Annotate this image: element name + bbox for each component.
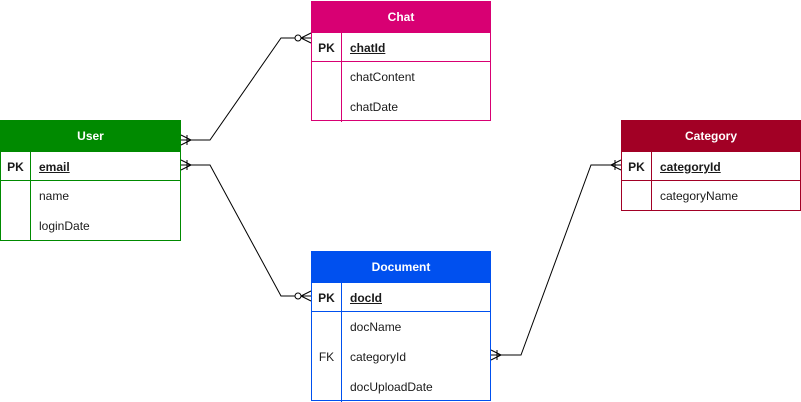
pk-row[interactable]: PK chatId bbox=[312, 32, 490, 63]
pk-row[interactable]: PK email bbox=[1, 151, 180, 182]
field-name: docUploadDate bbox=[350, 380, 433, 394]
entity-category[interactable]: Category PK categoryId categoryName bbox=[621, 120, 801, 211]
entity-title: Document bbox=[371, 260, 431, 274]
pk-label: PK bbox=[312, 283, 342, 313]
field-row[interactable]: chatDate bbox=[312, 92, 490, 122]
key-cell bbox=[312, 372, 342, 402]
entity-header-document: Document bbox=[312, 252, 490, 282]
field-row[interactable]: name bbox=[1, 181, 180, 211]
field-name: loginDate bbox=[39, 219, 90, 233]
field-name: categoryId bbox=[350, 350, 407, 364]
key-cell bbox=[1, 211, 31, 241]
pk-field: email bbox=[39, 160, 70, 174]
pk-row[interactable]: PK docId bbox=[312, 282, 490, 313]
field-name: docName bbox=[350, 320, 402, 334]
entity-chat[interactable]: Chat PK chatId chatContent chatDate bbox=[311, 1, 491, 122]
key-cell bbox=[1, 181, 31, 211]
relationship-user-chat[interactable] bbox=[180, 32, 312, 146]
field-name: categoryName bbox=[660, 189, 739, 203]
field-row[interactable]: categoryName bbox=[622, 181, 800, 211]
pk-label: PK bbox=[312, 33, 342, 63]
relationship-user-document[interactable] bbox=[180, 159, 312, 302]
fk-label: FK bbox=[312, 342, 342, 372]
field-name: chatDate bbox=[350, 100, 399, 114]
entity-title: User bbox=[77, 129, 104, 143]
field-row[interactable]: docName bbox=[312, 312, 490, 342]
entity-header-chat: Chat bbox=[312, 2, 490, 32]
field-name: chatContent bbox=[350, 70, 415, 84]
key-cell bbox=[312, 312, 342, 342]
field-name: name bbox=[39, 189, 70, 203]
field-row[interactable]: docUploadDate bbox=[312, 372, 490, 402]
pk-label: PK bbox=[622, 152, 652, 182]
key-cell bbox=[622, 181, 652, 211]
entity-header-user: User bbox=[1, 121, 180, 151]
relationship-document-category[interactable] bbox=[490, 159, 622, 361]
pk-field: categoryId bbox=[660, 160, 721, 174]
key-cell bbox=[312, 92, 342, 122]
field-row[interactable]: loginDate bbox=[1, 211, 180, 241]
entity-document[interactable]: Document PK docId docName FK categoryId … bbox=[311, 251, 491, 402]
entity-header-category: Category bbox=[622, 121, 800, 151]
pk-field: chatId bbox=[350, 41, 386, 55]
field-row[interactable]: chatContent bbox=[312, 62, 490, 92]
pk-label: PK bbox=[1, 152, 31, 182]
entity-title: Category bbox=[684, 129, 737, 143]
entity-user[interactable]: User PK email name loginDate bbox=[0, 120, 181, 241]
entity-title: Chat bbox=[387, 10, 415, 24]
key-cell bbox=[312, 62, 342, 92]
pk-field: docId bbox=[350, 291, 382, 305]
fk-row[interactable]: FK categoryId bbox=[312, 342, 490, 372]
pk-row[interactable]: PK categoryId bbox=[622, 151, 800, 182]
